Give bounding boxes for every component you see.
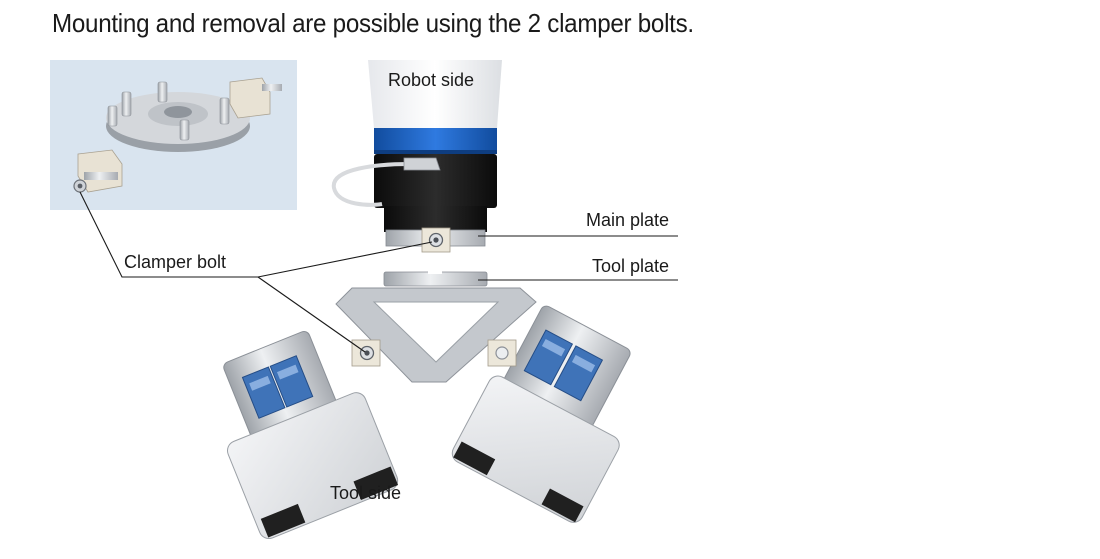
tool-left	[223, 331, 399, 540]
tool-plate	[383, 270, 488, 287]
clamper-bolt-leader-tool	[257, 276, 366, 353]
main-plate-label: Main plate	[586, 210, 670, 230]
clamper-bolt-leader-main	[257, 241, 433, 278]
tool-side-label: Tool side	[330, 483, 402, 503]
inset-panel	[50, 60, 297, 210]
leader-lines	[79, 191, 678, 353]
robot-sleeve	[368, 60, 502, 128]
robot-side-label: Robot side	[388, 70, 475, 90]
robot-flange-blue	[374, 128, 497, 154]
robot-cable	[331, 162, 411, 207]
inset-ring-plate	[106, 92, 250, 152]
robot-side-assembly	[331, 60, 502, 253]
tool-left-body	[227, 392, 399, 540]
headline: Mounting and removal are possible using …	[52, 8, 694, 38]
inset-clamper-block-left	[73, 149, 123, 193]
y-bracket	[335, 287, 537, 383]
tool-plate-label: Tool plate	[592, 256, 670, 276]
tool-right	[451, 305, 631, 523]
tool-left-module-a	[241, 366, 286, 419]
tool-right-module-b	[553, 345, 604, 402]
right-clamper-block	[487, 339, 517, 367]
tool-left-module-b	[269, 355, 314, 408]
inset-pins	[107, 81, 230, 141]
inset-clamper-block-right	[229, 77, 282, 119]
tool-right-body	[451, 375, 620, 523]
tool-right-module-a	[523, 329, 574, 386]
clamper-bolt-label: Clamper bolt	[124, 252, 227, 272]
cable-connector	[403, 157, 441, 171]
left-clamper-block	[351, 339, 381, 367]
clamper-bolt-leader-inset	[79, 191, 258, 278]
